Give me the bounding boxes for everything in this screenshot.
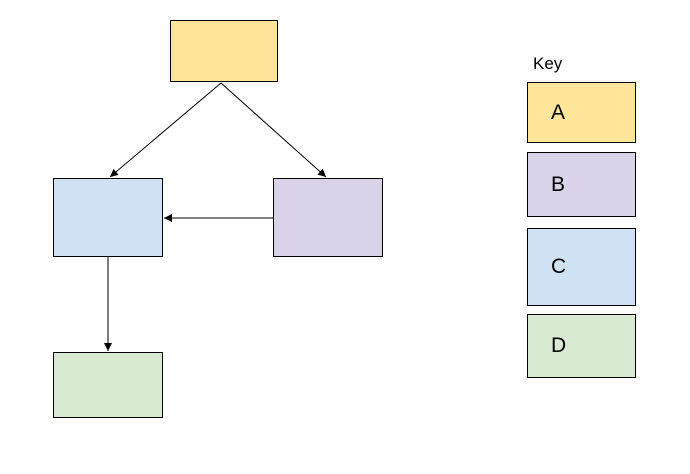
key-label-b: B [551, 172, 566, 196]
node-green-bottom[interactable] [53, 352, 163, 418]
arrow-top-to-middle-left[interactable] [109, 82, 222, 178]
key-swatch-b[interactable]: B [527, 152, 636, 217]
arrow-top-to-middle-right[interactable] [220, 82, 327, 178]
key-label-c: C [551, 255, 567, 278]
key-swatch-c[interactable]: C [527, 228, 636, 306]
node-purple-middle-right[interactable] [273, 178, 383, 257]
node-blue-middle-left[interactable] [53, 178, 163, 257]
key-label-d: D [551, 334, 567, 357]
node-yellow-top[interactable] [170, 20, 278, 82]
key-swatch-a[interactable]: A [527, 82, 636, 143]
key-label-a: A [551, 100, 566, 124]
key-swatch-d[interactable]: D [527, 314, 636, 378]
key-title: Key [533, 54, 563, 73]
